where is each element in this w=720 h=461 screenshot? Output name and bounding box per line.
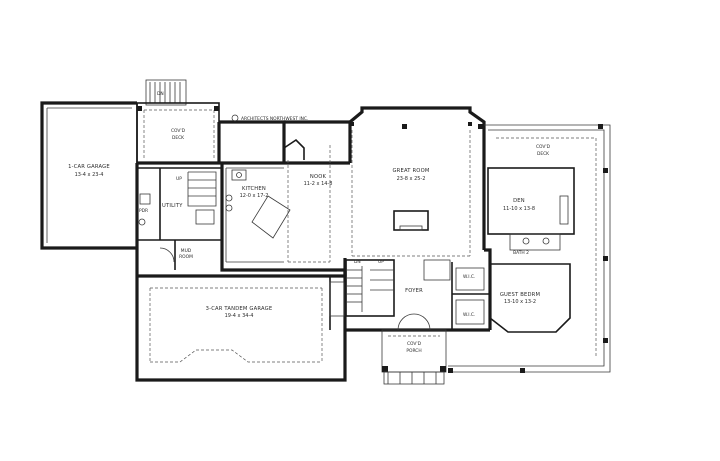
label-covd-deck-left-1: COV'D xyxy=(171,128,186,134)
label-covd-deck-left-2: DECK xyxy=(172,135,184,141)
label-up-utility: UP xyxy=(176,176,182,182)
label-foyer: FOYER xyxy=(405,288,423,294)
label-great-room: GREAT ROOM xyxy=(392,168,429,174)
den-area xyxy=(487,167,575,251)
dim-den: 11-10 x 13-8 xyxy=(503,206,535,212)
front-porch xyxy=(381,329,447,385)
right-wraparound-porch xyxy=(402,124,611,373)
label-mud-room-2: ROOM xyxy=(179,254,193,260)
dim-kitchen: 12-0 x 17-2 xyxy=(240,193,269,199)
dim-nook: 11-2 x 14-8 xyxy=(304,181,333,187)
foyer-stair xyxy=(345,259,451,331)
kitchen-area xyxy=(225,167,291,263)
label-dn-top: DN xyxy=(157,91,164,97)
label-dn-stair: DN xyxy=(354,259,361,265)
label-wic-bottom: W.I.C. xyxy=(463,312,475,318)
label-bath-2: BATH 2 xyxy=(513,250,529,256)
label-covd-porch-1: COV'D xyxy=(407,341,422,347)
dim-tandem-garage: 19-4 x 34-4 xyxy=(225,313,254,319)
left-covered-deck xyxy=(136,79,220,164)
label-pdr: PDR xyxy=(139,208,148,214)
label-up-stair: UP xyxy=(378,259,384,265)
nook-area xyxy=(283,138,331,263)
label-covd-porch-2: PORCH xyxy=(406,348,421,354)
label-nook: NOOK xyxy=(310,174,327,180)
label-den: DEN xyxy=(513,198,525,204)
dim-guest-bedrm: 13-10 x 13-2 xyxy=(504,299,536,305)
label-covd-deck-right-1: COV'D xyxy=(536,144,551,150)
label-wic-top: W.I.C. xyxy=(463,274,475,280)
label-kitchen: KITCHEN xyxy=(242,186,266,192)
utility-block xyxy=(137,167,222,270)
room-labels: 1-CAR GARAGE 13-4 x 23-4 COV'D DECK ARCH… xyxy=(68,91,550,354)
architect-credit: ARCHITECTS NORTHWEST INC. xyxy=(241,116,308,122)
label-tandem-garage: 3-CAR TANDEM GARAGE xyxy=(206,306,273,312)
label-utility: UTILITY xyxy=(162,203,183,209)
label-mud-room-1: MUD xyxy=(181,248,192,254)
tandem-garage xyxy=(135,276,347,382)
label-guest-bedrm: GUEST BEDRM xyxy=(500,292,540,298)
great-room-area xyxy=(350,122,472,257)
dim-great-room: 23-8 x 25-2 xyxy=(397,176,426,182)
label-one-car-garage: 1-CAR GARAGE xyxy=(68,164,110,170)
credit-icon xyxy=(231,114,239,122)
dim-one-car-garage: 13-4 x 23-4 xyxy=(75,172,104,178)
label-covd-deck-right-2: DECK xyxy=(537,151,549,157)
main-house-walls xyxy=(135,106,492,332)
guest-bedroom-area xyxy=(451,262,571,333)
